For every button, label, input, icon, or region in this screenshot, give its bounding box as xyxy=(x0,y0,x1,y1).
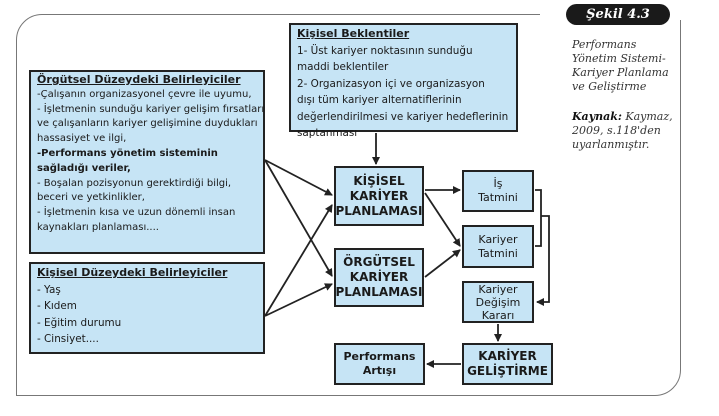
personal-expectations-box: Kişisel Beklentiler 1- Üst kariyer nokta… xyxy=(289,23,518,139)
bracket-satisfaction xyxy=(535,189,542,247)
career-change-decision-box: Kariyer Değişim Kararı xyxy=(462,281,534,323)
organizational-determinants-box: Örgütsel Düzeydeki Belirleyiciler -Çalış… xyxy=(29,70,265,254)
caption-source: Kaynak: Kaymaz, 2009, s.118'den uyarlanm… xyxy=(572,110,673,151)
career-satisfaction-box: Kariyer Tatmini xyxy=(462,225,534,268)
arrow-personal-to-org-planning xyxy=(264,283,333,317)
figure-frame xyxy=(16,14,681,396)
personal-career-planning-box: KİŞİSEL KARİYER PLANLAMASI xyxy=(334,166,424,226)
arrow-satisfaction-to-change-decision xyxy=(536,215,550,306)
arrow-personal-planning-to-career-satisfaction xyxy=(424,192,461,247)
arrow-org-to-org-planning xyxy=(264,159,333,277)
personal-determinants-box: Kişisel Düzeydeki Belirleyiciler - Yaş -… xyxy=(29,262,265,354)
arrow-org-planning-to-career-satisfaction xyxy=(424,249,461,278)
organizational-career-planning-box: ÖRGÜTSEL KARİYER PLANLAMASI xyxy=(334,248,424,307)
figure-badge: Şekil 4.3 xyxy=(566,4,670,25)
career-development-box: KARİYER GELİŞTİRME xyxy=(462,343,553,385)
caption-title: Performans Yönetim Sistemi- Kariyer Plan… xyxy=(572,38,669,93)
figure-caption: Performans Yönetim Sistemi- Kariyer Plan… xyxy=(572,38,692,152)
arrow-org-to-personal-planning xyxy=(264,159,333,196)
performance-increase-box: Performans Artışı xyxy=(334,343,425,385)
job-satisfaction-box: İş Tatmini xyxy=(462,170,534,212)
arrow-personal-to-personal-planning xyxy=(264,204,333,317)
